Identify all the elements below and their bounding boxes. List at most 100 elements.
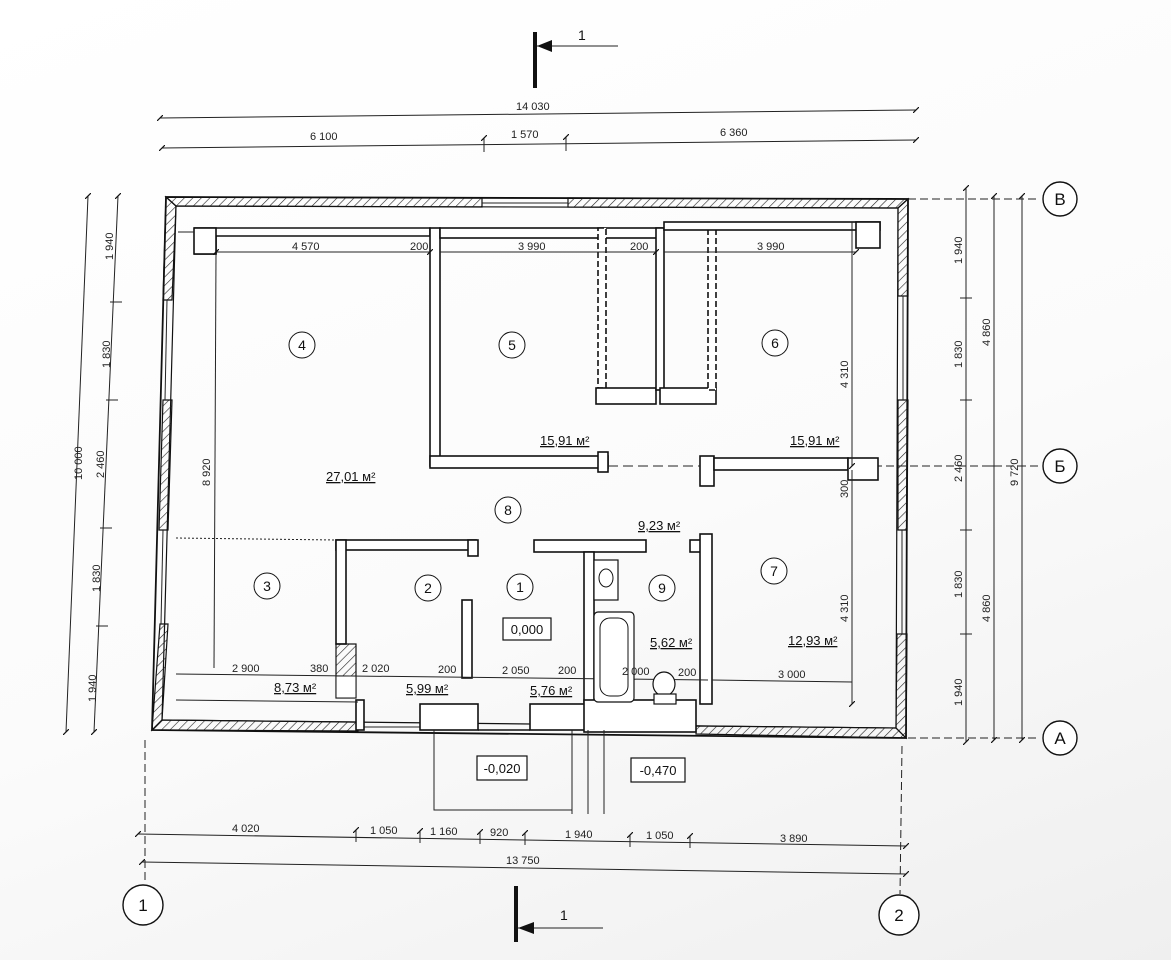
section-mark-bottom: 1 [514,886,603,942]
section-mark-bottom-label: 1 [560,907,568,923]
washbasin-icon [593,559,619,601]
room-number-3: 3 [253,572,281,600]
dim-bottom-seg2: 1 050 [370,825,398,837]
bathroom-fixtures [593,559,677,705]
level-porch: -0,020 [484,761,521,776]
dim-r7-width: 3 000 [778,669,806,681]
dim-left-overall: 10 000 [73,446,85,480]
dim-height-r7: 4 310 [839,594,851,622]
dim-bottom-seg4: 920 [490,827,508,839]
axis-bubble-b: Б [1042,448,1078,484]
room-area-1: 5,76 м² [530,683,573,698]
svg-text:9: 9 [658,580,666,596]
room-area-2: 5,99 м² [406,681,449,696]
exterior-walls [150,195,910,740]
room-number-4: 4 [288,331,316,359]
svg-text:6: 6 [771,335,779,351]
dim-w2: 200 [630,241,648,253]
dim-left-seg4: 1 830 [91,564,103,592]
level-marks: 0,000 -0,020 -0,470 [476,617,686,783]
dim-right-seg1: 1 940 [953,236,965,264]
axis-label-1: 1 [138,896,147,915]
dim-top-seg2: 1 570 [511,129,539,141]
dim-r1-width: 2 050 [502,665,530,677]
room-area-6: 15,91 м² [790,433,840,448]
room-areas: 5,76 м² 5,99 м² 8,73 м² 27,01 м² 15,91 м… [274,433,840,698]
dim-left-seg5: 1 940 [87,674,99,702]
dim-r9-width: 2 000 [622,666,650,678]
axis-label-b: Б [1054,457,1065,476]
room-area-7: 12,93 м² [788,633,838,648]
level-floor: 0,000 [511,622,544,637]
svg-text:4: 4 [298,337,306,353]
dim-r6-width: 3 990 [757,241,785,253]
dim-r3-width: 2 900 [232,663,260,675]
dim-bottom-seg5: 1 940 [565,829,593,841]
dim-top-overall: 14 030 [516,101,550,113]
section-mark-top-label: 1 [578,27,586,43]
axis-bubble-v: В [1042,181,1078,217]
dim-r4-width: 4 570 [292,241,320,253]
dim-top-seg3: 6 360 [720,127,748,139]
interior-walls [175,221,881,733]
top-dimensions: 14 030 6 100 1 570 6 360 [160,101,916,152]
room-area-9: 5,62 м² [650,635,693,650]
dim-w3: 380 [310,663,328,675]
svg-text:5: 5 [508,337,516,353]
dim-left-seg2: 1 830 [101,340,113,368]
toilet-icon [652,671,677,705]
room-area-3: 8,73 м² [274,680,317,695]
svg-text:7: 7 [770,563,778,579]
axis-bubble-2: 2 [878,745,920,936]
porch [433,729,605,814]
dim-w1: 200 [410,241,428,253]
axis-bubble-a: А [1042,720,1078,756]
dim-height-r6: 4 310 [839,360,851,388]
dim-bottom-overall: 13 750 [506,855,540,867]
dim-right-seg5: 1 940 [953,678,965,706]
dim-w4: 200 [438,664,456,676]
section-mark-top: 1 [533,27,618,88]
dim-r2-width: 2 020 [362,663,390,675]
dim-height-left: 8 920 [201,458,213,486]
room-numbers: 1 2 3 4 5 6 7 8 9 [253,329,789,602]
room-number-7: 7 [760,557,788,585]
svg-text:2: 2 [424,580,432,596]
room-area-8: 9,23 м² [638,518,681,533]
axis-label-2: 2 [894,906,903,925]
room-area-4: 27,01 м² [326,469,376,484]
room-number-2: 2 [414,574,442,602]
dim-w-right: 300 [839,480,851,498]
dim-left-seg3: 2 460 [95,450,107,478]
inner-dimensions: 4 570 200 3 990 200 3 990 2 900 380 2 02… [201,222,856,704]
dim-right-overall: 9 720 [1009,458,1021,486]
axis-bubble-1: 1 [122,740,164,926]
bathtub-icon [593,611,635,703]
dim-right-seg4: 1 830 [953,570,965,598]
axis-label-v: В [1054,190,1065,209]
svg-text:8: 8 [504,502,512,518]
level-ground: -0,470 [640,763,677,778]
right-dimensions: 1 940 1 830 2 460 1 830 1 940 4 860 4 86… [850,188,1040,742]
dim-right-seg3: 2 460 [953,454,965,482]
dim-w6: 200 [678,667,696,679]
svg-text:3: 3 [263,578,271,594]
dim-r5-width: 3 990 [518,241,546,253]
room-number-5: 5 [498,331,526,359]
room-area-5: 15,91 м² [540,433,590,448]
dim-right-half-bottom: 4 860 [981,594,993,622]
axis-label-a: А [1054,729,1066,748]
dim-w5: 200 [558,665,576,677]
svg-text:1: 1 [516,579,524,595]
room-number-1: 1 [506,573,534,601]
level-ground-box [630,757,686,783]
room-number-6: 6 [761,329,789,357]
dim-bottom-seg6: 1 050 [646,830,674,842]
dim-bottom-seg7: 3 890 [780,833,808,845]
level-floor-box [502,617,552,641]
dim-right-half-top: 4 860 [981,318,993,346]
level-porch-box [476,755,528,781]
dim-left-seg1: 1 940 [104,232,116,260]
room-number-8: 8 [494,496,522,524]
